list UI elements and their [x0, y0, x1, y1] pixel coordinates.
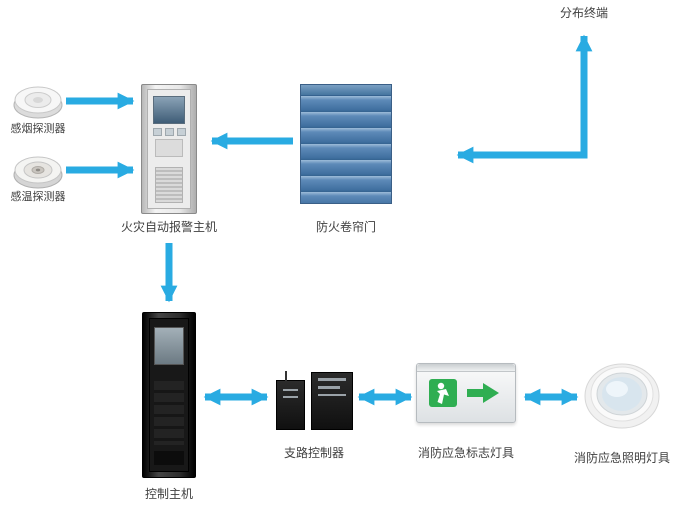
fire-alarm-host-vent: [155, 167, 183, 203]
control-host-label: 控制主机: [144, 487, 193, 501]
fire-alarm-host-screen: [153, 96, 185, 124]
branch-controller-box-small: [276, 371, 305, 430]
branch-controller-box-large: [311, 372, 353, 430]
control-host-panel: [149, 318, 189, 472]
antenna-icon: [285, 371, 287, 381]
door-lintel: [301, 85, 391, 96]
control-host-icon: [142, 312, 196, 478]
emergency-lighting-lamp-label: 消防应急照明灯具: [573, 451, 670, 465]
control-host-modules: [154, 381, 184, 445]
fire-alarm-host-icon: [141, 84, 197, 214]
fire-shutter-door-label: 防火卷帘门: [315, 220, 376, 234]
smoke-detector-icon: [12, 82, 64, 120]
arrow-terminal-to-door: [456, 34, 593, 164]
branch-controller-label: 支路控制器: [283, 446, 344, 460]
distributed-terminal-label: 分布终端: [559, 6, 608, 20]
door-slats: [301, 96, 391, 203]
emergency-sign-lamp-label: 消防应急标志灯具: [417, 446, 514, 460]
heat-detector-icon: [12, 152, 64, 190]
exit-pictogram: [429, 379, 499, 407]
fire-alarm-host-buttons: [148, 128, 190, 136]
heat-detector-label: 感温探测器: [10, 191, 66, 203]
control-host-base: [154, 451, 184, 465]
emergency-lighting-lamp-icon: [582, 360, 662, 430]
fire-alarm-host-label: 火灾自动报警主机: [120, 220, 217, 234]
smoke-detector-label: 感烟探测器: [10, 123, 66, 135]
emergency-sign-lamp-icon: [416, 363, 516, 423]
fire-alarm-host-slot: [155, 139, 183, 157]
fire-alarm-host-panel: [147, 89, 191, 209]
control-host-screen: [154, 327, 184, 365]
fire-shutter-door-icon: [300, 84, 392, 204]
sign-top-edge: [417, 364, 515, 372]
branch-controller-icon: [274, 368, 354, 432]
